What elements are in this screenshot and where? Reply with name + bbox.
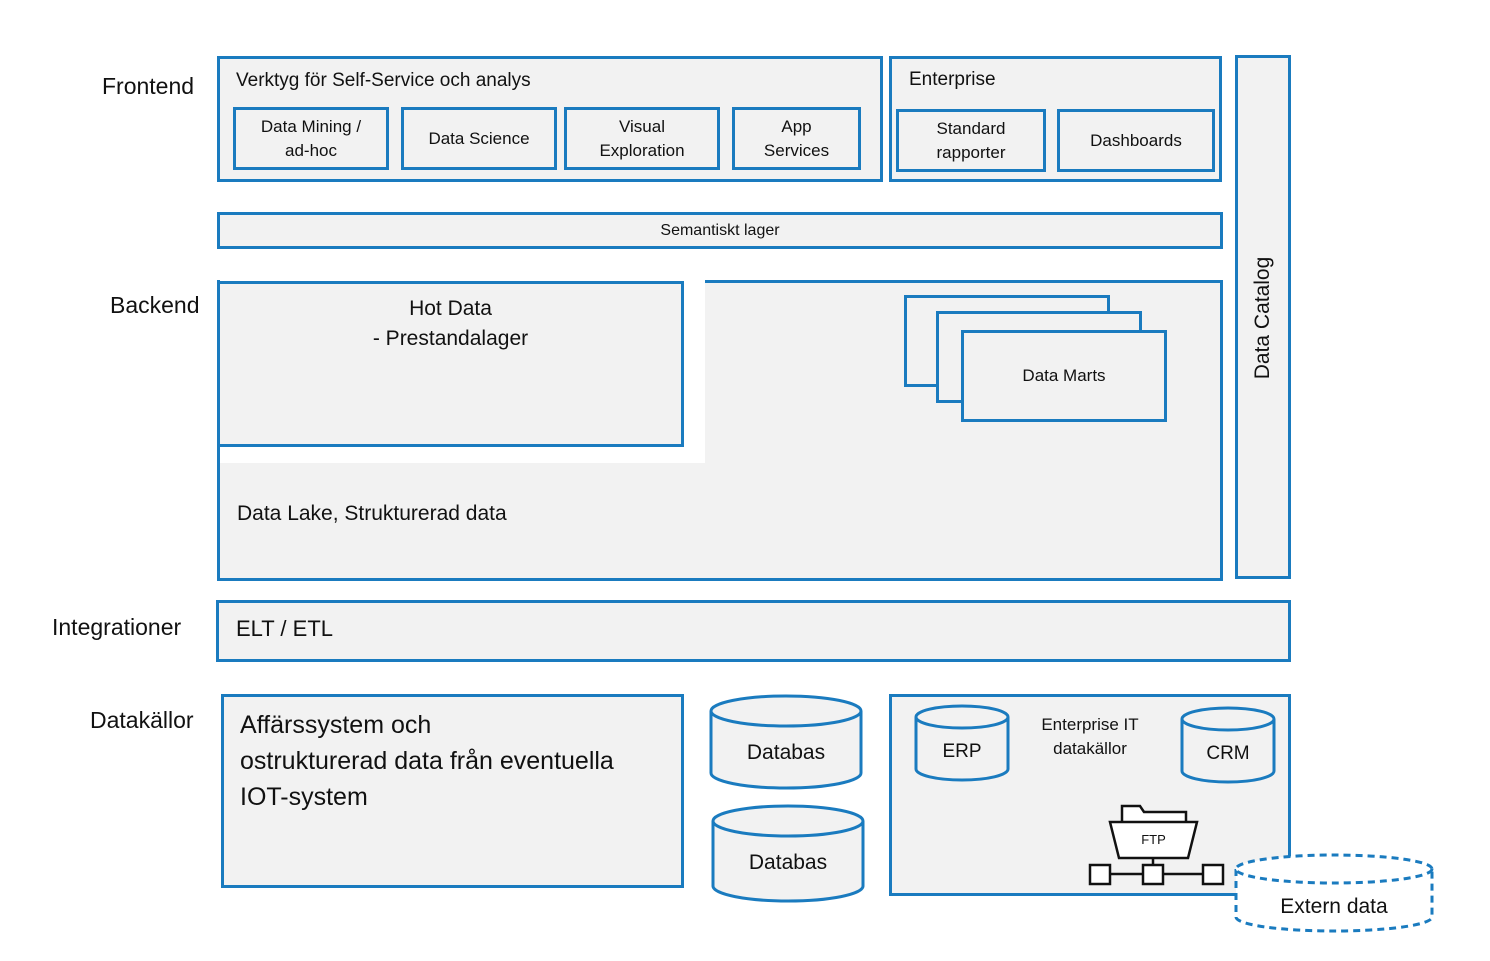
semantic-layer-label: Semantiskt lager — [660, 221, 780, 239]
business-systems-line: ostrukturerad data från eventuella — [240, 747, 614, 775]
hot-data-title: Hot Data — [409, 297, 492, 320]
business-systems-box: Affärssystem och ostrukturerad data från… — [221, 694, 684, 888]
database-icon — [709, 694, 863, 790]
layer-label-integrationer: Integrationer — [52, 614, 182, 640]
crm-database-icon — [1180, 706, 1276, 784]
enterprise-item-label: Dashboards — [1090, 130, 1182, 150]
data-marts-label: Data Marts — [1022, 366, 1106, 385]
tool-label: Data Mining / — [260, 116, 362, 136]
layer-label-frontend: Frontend — [102, 73, 195, 99]
business-systems-line: IOT-system — [240, 783, 368, 811]
erp-label: ERP — [942, 741, 982, 762]
erp-database-icon — [914, 704, 1010, 782]
tool-label: Services — [763, 140, 830, 160]
database-icon — [711, 804, 865, 903]
database-label: Databas — [748, 851, 828, 874]
ftp-network-icon — [1088, 804, 1225, 886]
hot-data-box: Hot Data - Prestandalager — [217, 281, 684, 447]
enterprise-it-label: Enterprise IT — [1041, 715, 1139, 734]
enterprise-dashboards: Dashboards — [1057, 109, 1215, 172]
tool-label: Visual — [619, 116, 665, 136]
layer-label-backend: Backend — [110, 292, 200, 318]
enterprise-title: Enterprise — [909, 69, 996, 90]
enterprise-item-label: Standard — [936, 118, 1006, 138]
tool-data-mining: Data Mining / ad-hoc — [233, 107, 389, 170]
integration-bar: ELT / ETL — [216, 600, 1291, 662]
enterprise-standard-reports: Standard rapporter — [896, 109, 1046, 172]
integration-label: ELT / ETL — [236, 616, 334, 641]
tool-label: Exploration — [599, 140, 685, 160]
data-marts: Data Marts — [961, 330, 1167, 422]
ftp-label: FTP — [1141, 831, 1166, 847]
enterprise-it-label: datakällor — [1053, 739, 1127, 758]
selfservice-title: Verktyg för Self-Service och analys — [236, 70, 531, 91]
business-systems-line: Affärssystem och — [240, 711, 432, 739]
tool-label: ad-hoc — [285, 140, 337, 160]
tool-label: App — [781, 116, 812, 136]
database-label: Databas — [746, 741, 826, 764]
crm-label: CRM — [1206, 743, 1250, 764]
tool-label: Data Science — [428, 128, 530, 148]
layer-label-datakallor: Datakällor — [90, 707, 194, 733]
enterprise-item-label: rapporter — [936, 142, 1006, 162]
hot-data-subtitle: - Prestandalager — [372, 327, 529, 350]
tool-data-science: Data Science — [401, 107, 557, 170]
data-lake-label: Data Lake, Strukturerad data — [237, 502, 507, 525]
external-data-icon — [1234, 853, 1434, 933]
semantic-layer: Semantiskt lager — [217, 212, 1223, 249]
external-data-label: Extern data — [1280, 895, 1388, 918]
data-catalog: Data Catalog — [1235, 55, 1291, 579]
